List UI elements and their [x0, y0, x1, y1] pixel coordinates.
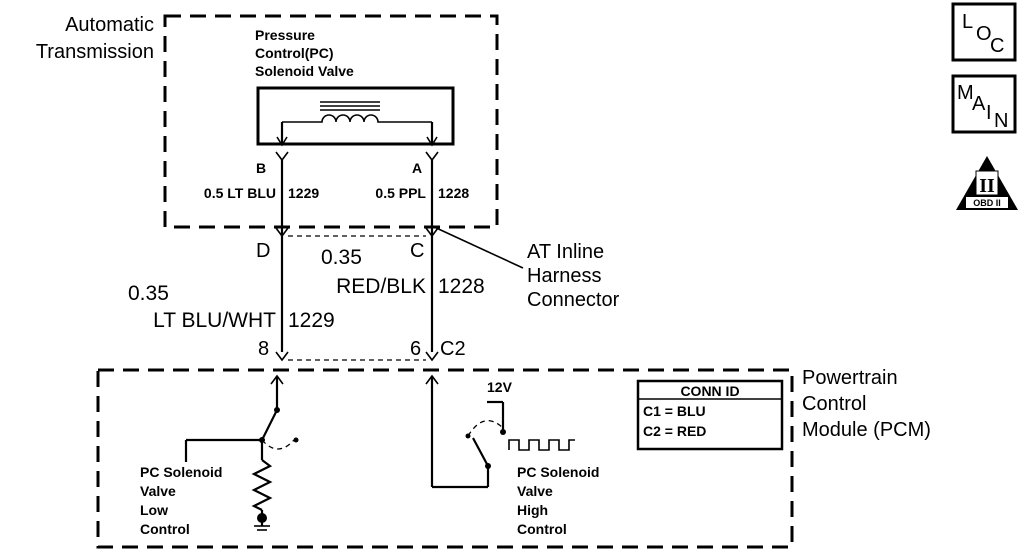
wire-left-gauge: 0.35 — [128, 282, 169, 305]
solenoid-title-1: Pressure — [255, 27, 315, 43]
inline-connector-symbol — [275, 220, 524, 352]
transmission-label-2: Transmission — [36, 41, 154, 63]
pcm-label-2: Control — [802, 393, 866, 415]
circuit-1229-lower: 1229 — [288, 309, 335, 332]
conn-id-row-1: C1 = BLU — [643, 403, 706, 419]
circuit-1229-upper: 1229 — [288, 185, 319, 201]
main-icon-a: A — [972, 93, 986, 115]
wire-ppl-label: 0.5 PPL — [375, 185, 426, 201]
conn-id-title: CONN ID — [680, 383, 739, 399]
obd-icon-numeral: II — [979, 175, 995, 197]
conn-id-table — [636, 379, 784, 451]
upper-connector-pins — [275, 151, 439, 220]
circuit-1228-lower: 1228 — [438, 275, 485, 298]
pcm-label-1: Powertrain — [802, 367, 898, 389]
main-button[interactable]: M A I N — [951, 74, 1017, 134]
loc-icon-c: C — [990, 35, 1004, 57]
pcm-connector-symbol — [275, 351, 439, 362]
loc-icon-l: L — [962, 11, 973, 33]
solenoid-valve-symbol — [256, 86, 455, 147]
high-control-line-2: Valve — [517, 483, 553, 499]
low-control-line-2: Valve — [140, 483, 176, 499]
inline-connector-label-1: AT Inline — [527, 241, 604, 263]
low-control-driver — [184, 374, 299, 531]
pcm-pin-8: 8 — [258, 338, 269, 360]
low-control-line-3: Low — [140, 502, 168, 518]
low-control-line-1: PC Solenoid — [140, 464, 222, 480]
wire-right-color: RED/BLK — [336, 275, 426, 298]
high-control-line-4: Control — [517, 521, 567, 537]
pcm-label-3: Module (PCM) — [802, 419, 931, 441]
solenoid-title-3: Solenoid Valve — [255, 63, 354, 79]
wire-left-color: LT BLU/WHT — [153, 309, 276, 332]
pcm-pin-6: 6 — [410, 338, 421, 360]
conn-id-row-2: C2 = RED — [643, 423, 706, 439]
obd-ii-button[interactable]: II OBD II — [956, 156, 1018, 210]
circuit-1228-upper: 1228 — [438, 185, 469, 201]
high-control-line-3: High — [517, 502, 548, 518]
wire-lt-blu-label: 0.5 LT BLU — [204, 185, 276, 201]
main-icon-i: I — [986, 102, 992, 124]
high-control-line-1: PC Solenoid — [517, 464, 599, 480]
solenoid-title-2: Control(PC) — [255, 45, 334, 61]
low-control-line-4: Control — [140, 521, 190, 537]
main-icon-n: N — [994, 110, 1008, 132]
inline-pin-c: C — [410, 240, 424, 262]
pcm-connector-c2: C2 — [440, 338, 466, 360]
obd-icon-text: OBD II — [973, 198, 1001, 208]
pcm-boundary — [96, 368, 794, 549]
high-control-driver — [425, 374, 575, 489]
loc-button[interactable]: L O C — [951, 2, 1017, 62]
supply-voltage: 12V — [487, 379, 513, 395]
loc-icon-o: O — [976, 23, 992, 45]
inline-connector-label-2: Harness — [527, 265, 601, 287]
wire-right-gauge: 0.35 — [321, 246, 362, 269]
main-icon-m: M — [957, 82, 974, 104]
transmission-label-1: Automatic — [65, 14, 154, 36]
inline-pin-d: D — [256, 240, 270, 262]
pin-b-label: B — [256, 160, 266, 176]
inline-connector-label-3: Connector — [527, 289, 620, 311]
pin-a-label: A — [412, 160, 422, 176]
